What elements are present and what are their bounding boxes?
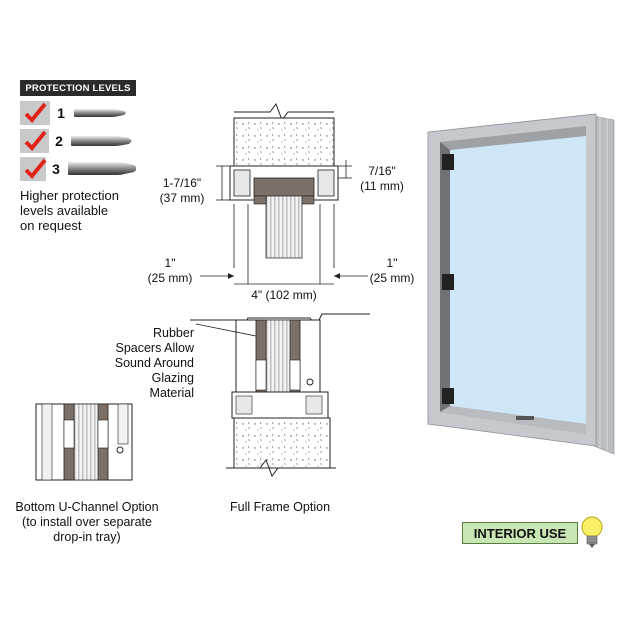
protection-levels-header: PROTECTION LEVELS [20,80,136,96]
dimension-label-top-left: 1-7/16"(37 mm) [159,176,205,205]
lightbulb-icon [581,516,603,548]
interior-use-label: INTERIOR USE [473,525,567,541]
protection-level-row: 2 [20,128,136,154]
rubber-spacers-callout: Rubber Spacers Allow Sound Around Glazin… [114,326,194,400]
protection-level-number: 1 [57,105,65,121]
dimension-label-mid-left: 1"(25 mm) [147,256,193,285]
protection-level-number: 2 [55,133,63,149]
protection-level-number: 3 [52,161,60,177]
window-frame-render [427,113,615,455]
dimension-label-center: 4" (102 mm) [251,288,317,302]
dimension-label-mid-right: 1"(25 mm) [369,256,415,285]
protection-level-row: 3 [20,156,136,182]
bullet-icon [71,136,133,146]
full-frame-caption: Full Frame Option [229,500,331,514]
protection-note: Higher protection levels available on re… [20,188,119,233]
checkmark-icon [20,129,49,153]
checkmark-icon [20,101,50,125]
checkmark-icon [20,157,47,181]
bullet-icon [67,162,136,175]
protection-level-row: 1 [20,100,136,126]
bullet-icon [74,109,126,117]
interior-use-badge: INTERIOR USE [462,522,578,544]
bottom-channel-caption: Bottom U-Channel Option (to install over… [15,500,159,544]
dimension-label-top-right: 7/16"(11 mm) [360,164,404,193]
